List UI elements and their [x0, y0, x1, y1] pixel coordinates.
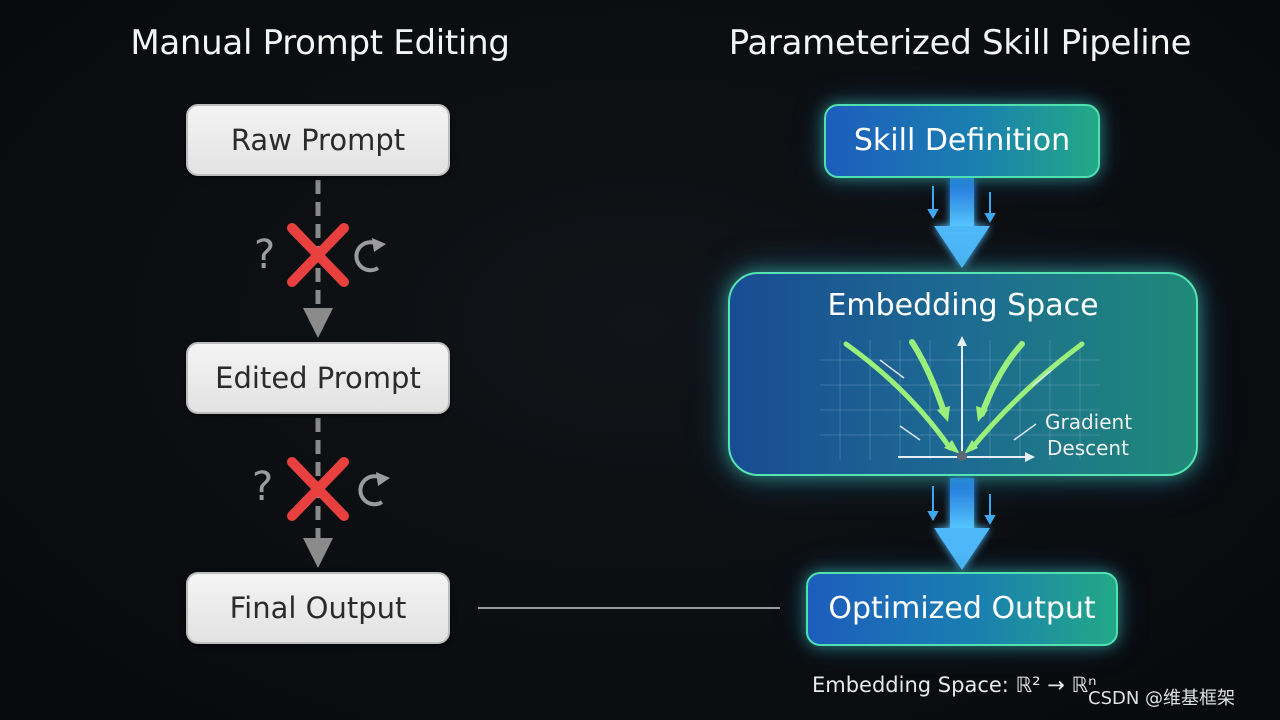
question-icon: ? — [254, 232, 276, 278]
gradient-label: Gradient — [1045, 410, 1133, 434]
down-arrow-2 — [934, 478, 990, 570]
cross-icon — [287, 223, 349, 287]
y-axis-arrowhead — [957, 336, 967, 346]
right-panel-title: Parameterized Skill Pipeline — [728, 23, 1192, 63]
flow-ticks — [927, 486, 996, 526]
flow-ticks — [927, 186, 996, 224]
descent-arrowheads — [937, 406, 988, 454]
x-axis-arrowhead — [1025, 452, 1035, 462]
small-flow-arrows — [879, 359, 1053, 441]
left-panel-title: Manual Prompt Editing — [130, 23, 510, 63]
gradient-descent-plot — [820, 336, 1100, 462]
optimized-output-box: Optimized Output — [806, 572, 1118, 646]
arrowhead-2 — [303, 538, 333, 568]
descent-label: Descent — [1047, 436, 1129, 460]
final-output-box: Final Output — [186, 572, 450, 644]
embedding-space-title: Embedding Space — [827, 288, 1099, 323]
raw-prompt-box: Raw Prompt — [186, 104, 450, 176]
question-icon: ? — [252, 464, 274, 510]
watermark: CSDN @维基框架 — [1088, 688, 1236, 709]
minimum-point — [957, 451, 967, 461]
skill-definition-box: Skill Definition — [824, 104, 1100, 178]
edited-prompt-box: Edited Prompt — [186, 342, 450, 414]
retry-icon — [358, 472, 390, 507]
cross-icon — [287, 457, 349, 521]
descent-curves — [843, 339, 1085, 451]
down-arrow-1 — [934, 178, 990, 268]
arrowhead-1 — [303, 308, 333, 338]
retry-icon — [354, 238, 386, 273]
embedding-formula: Embedding Space: ℝ² → ℝⁿ — [812, 673, 1097, 697]
